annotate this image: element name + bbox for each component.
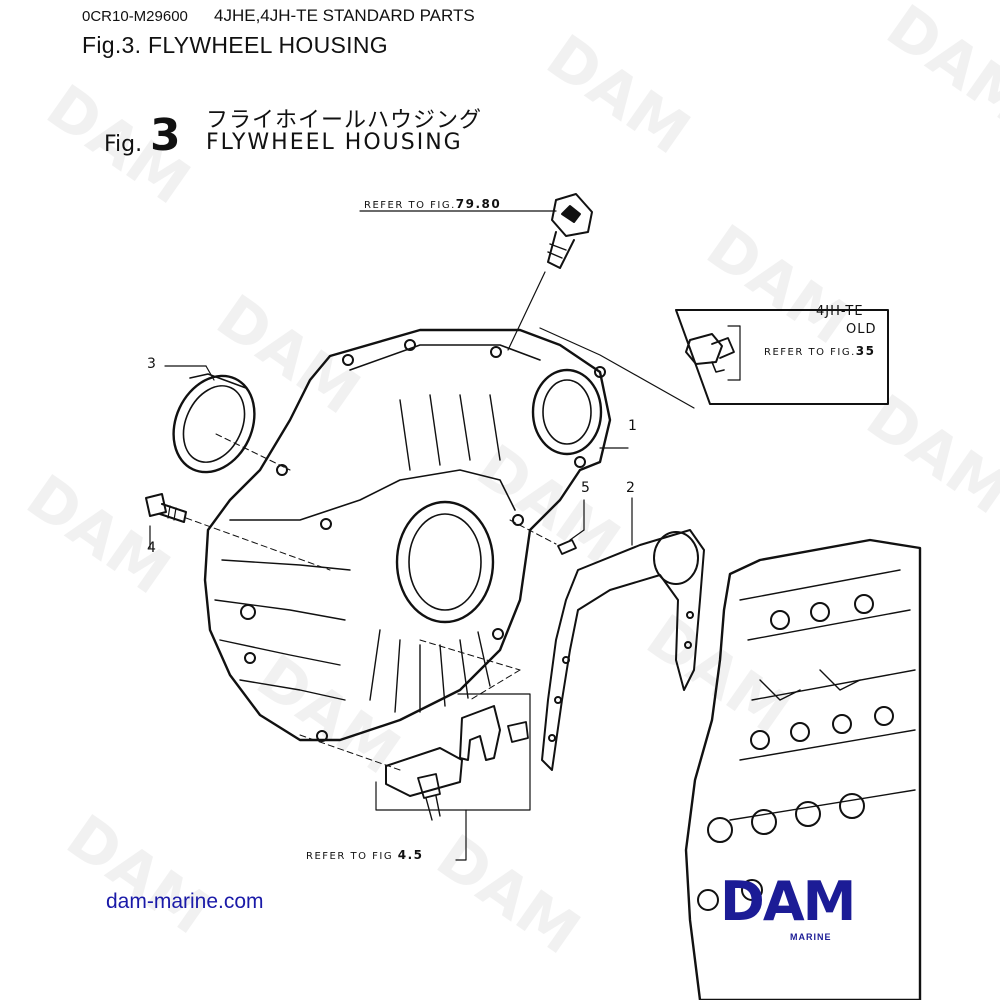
inset-box bbox=[675, 309, 889, 405]
ref-top-prefix: REFER TO FIG. bbox=[364, 200, 456, 211]
callout-5: 5 bbox=[581, 480, 590, 496]
callout-2: 2 bbox=[626, 480, 635, 496]
ref-bottom-number: 4.5 bbox=[397, 848, 424, 862]
leader-line bbox=[205, 365, 215, 381]
figure-word: Fig. bbox=[104, 132, 143, 157]
leader-line bbox=[375, 781, 467, 861]
ref-inset-prefix: REFER TO FIG. bbox=[764, 347, 856, 358]
leader-line bbox=[509, 519, 557, 545]
ref-bottom: REFER TO FIG 4.5 bbox=[306, 848, 424, 862]
document-title: 4JHE,4JH-TE STANDARD PARTS bbox=[214, 6, 475, 25]
sensor-part bbox=[547, 193, 593, 269]
leader-line bbox=[215, 433, 291, 471]
leader-line bbox=[299, 734, 401, 771]
flywheel-housing bbox=[203, 328, 612, 742]
website-link[interactable]: dam-marine.com bbox=[106, 890, 264, 913]
ref-inset-number: 35 bbox=[855, 344, 876, 358]
oil-seal bbox=[172, 373, 256, 474]
callout-1: 1 bbox=[628, 418, 637, 434]
document-code: 0CR10-M29600 bbox=[82, 8, 188, 25]
dowel-pin bbox=[557, 539, 577, 555]
leader-line bbox=[457, 693, 531, 811]
engine-block bbox=[684, 538, 922, 1000]
leader-line bbox=[539, 327, 695, 409]
brand-logo: DAM bbox=[720, 870, 856, 933]
ref-bottom-prefix: REFER TO FIG bbox=[306, 851, 394, 862]
bracket-part bbox=[385, 705, 529, 821]
figure-number: 3 bbox=[150, 110, 181, 161]
inset-model: 4JH-TE bbox=[816, 304, 864, 319]
leader-line bbox=[569, 529, 585, 541]
gasket bbox=[541, 529, 705, 771]
figure-title-jp: フライホイールハウジング bbox=[206, 108, 483, 133]
leader-line bbox=[185, 517, 331, 571]
figure-caption: Fig.3. FLYWHEEL HOUSING bbox=[82, 32, 388, 58]
leader-line bbox=[507, 271, 546, 351]
brand-logo-subtitle: MARINE bbox=[790, 932, 832, 942]
leader-line bbox=[419, 639, 521, 671]
ref-top: REFER TO FIG.79.80 bbox=[364, 197, 501, 211]
figure-title-en: FLYWHEEL HOUSING bbox=[206, 130, 463, 155]
bolt-part bbox=[145, 493, 187, 523]
inset-old: OLD bbox=[846, 322, 877, 337]
callout-3: 3 bbox=[147, 356, 156, 372]
callout-4: 4 bbox=[147, 540, 156, 556]
ref-inset: REFER TO FIG.35 bbox=[764, 344, 875, 358]
ref-top-number: 79.80 bbox=[455, 197, 502, 211]
leader-line bbox=[469, 669, 521, 701]
